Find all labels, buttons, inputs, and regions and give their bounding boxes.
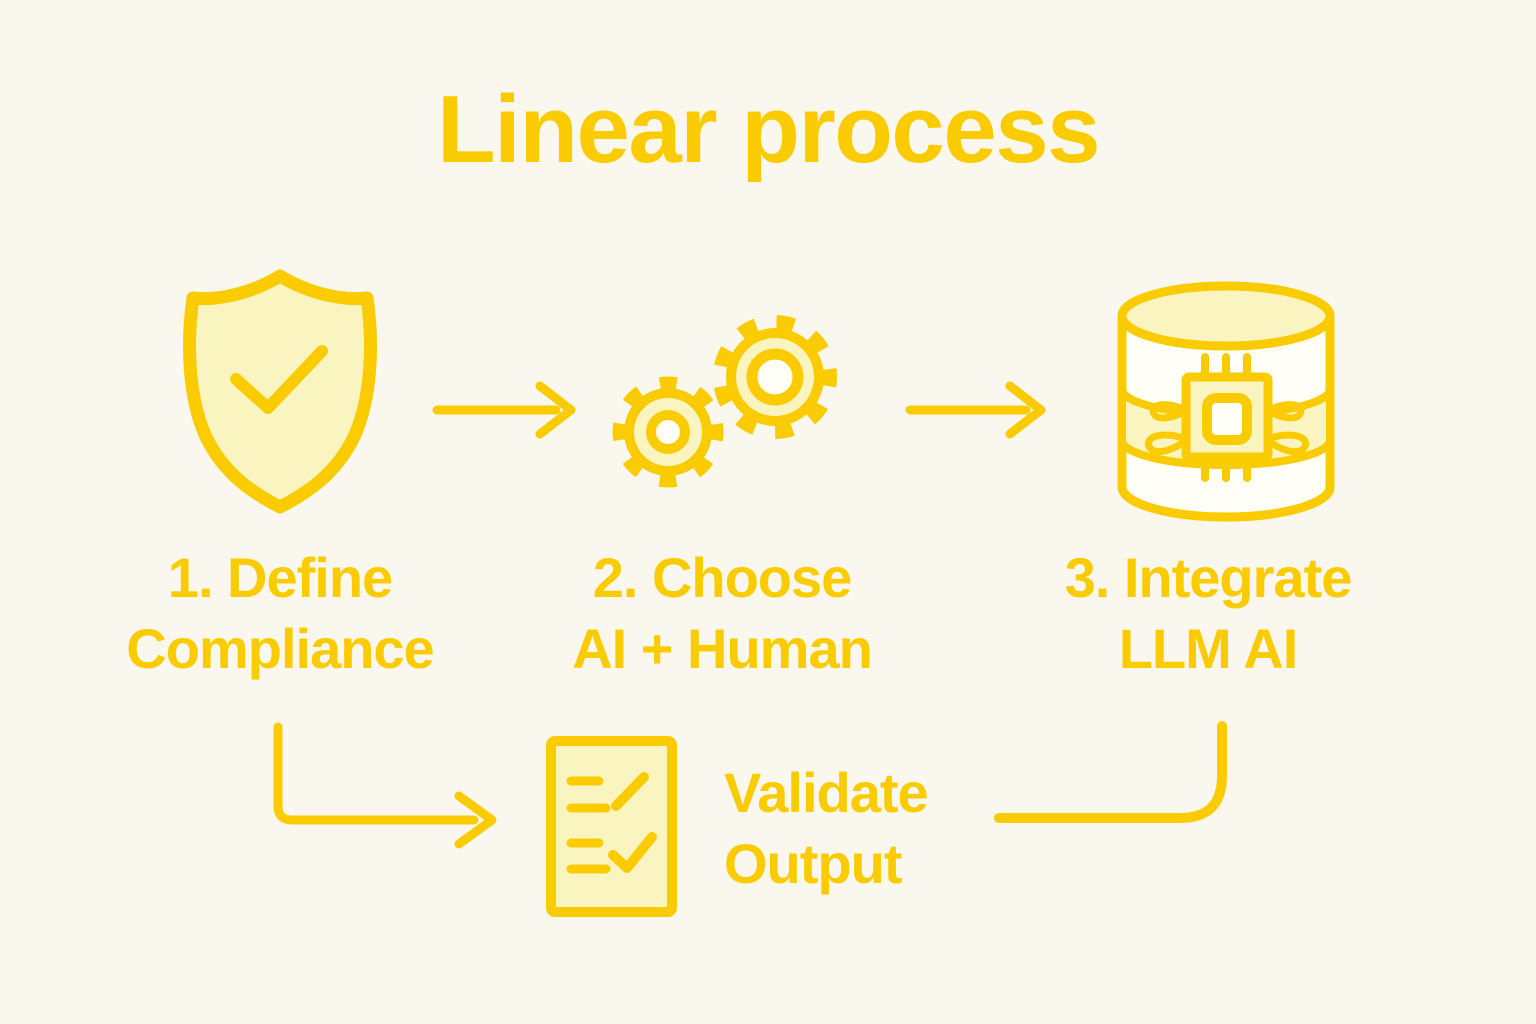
database-chip-icon (1117, 281, 1335, 522)
arrow-right-icon (432, 381, 576, 439)
step-3-label: 3. Integrate LLM AI (1064, 546, 1353, 680)
gears-icon (612, 315, 837, 488)
shield-check-icon (183, 269, 377, 514)
checkmark-icon (230, 345, 328, 414)
elbow-line-icon (994, 721, 1227, 823)
arrow-right-icon (905, 381, 1046, 439)
checklist-document-icon (546, 736, 677, 917)
page-title: Linear process (437, 76, 1100, 183)
validate-output-label: Validate Output (724, 761, 929, 895)
step-1-label: 1. Define Compliance (126, 546, 434, 680)
elbow-arrow-icon (273, 722, 497, 849)
chip-pins (1201, 353, 1251, 482)
step-2-label: 2. Choose AI + Human (572, 546, 873, 680)
